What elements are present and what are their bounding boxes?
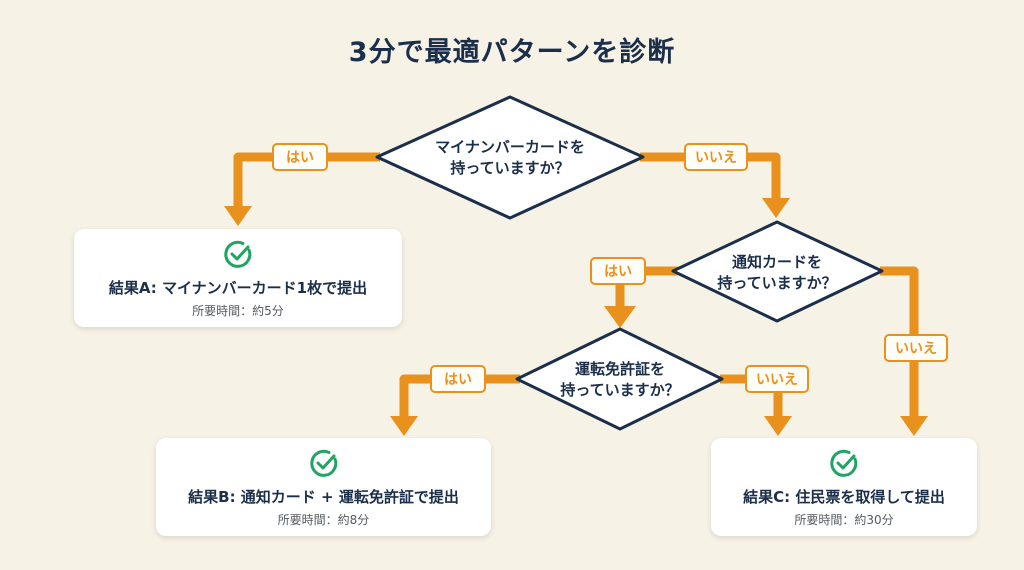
connector-q2-no	[880, 266, 919, 418]
result-a-time: 所要時間：約5分	[192, 304, 284, 318]
badge-q3-no: いいえ	[745, 365, 809, 393]
arrow-q2-no	[900, 416, 928, 436]
badge-q1-yes: はい	[272, 143, 328, 171]
decision-diamond-q3	[515, 327, 724, 431]
arrow-q1-yes	[224, 206, 252, 226]
result-a-title: 結果A: マイナンバーカード1枚で提出	[108, 279, 368, 297]
badge-q1-no: いいえ	[684, 143, 748, 171]
check-circle-icon	[830, 449, 858, 477]
arrow-q3-yes	[390, 416, 418, 436]
question-q2-line1: 通知カードを	[731, 253, 822, 271]
check-circle-icon	[224, 240, 252, 268]
question-q2: 通知カードを 持っていますか？	[692, 252, 862, 294]
question-q2-line2: 持っていますか？	[717, 274, 837, 292]
connector-q1-yes	[233, 152, 380, 208]
badge-q2-no: いいえ	[884, 334, 948, 362]
result-card-c: 結果C: 住民票を取得して提出 所要時間：約30分	[711, 438, 977, 536]
check-circle-icon	[309, 449, 337, 477]
result-b-time: 所要時間：約8分	[277, 513, 370, 527]
arrow-q3-no	[764, 416, 792, 436]
result-c-title: 結果C: 住民票を取得して提出	[743, 488, 945, 506]
badge-q2-yes: はい	[590, 257, 646, 285]
page-title: 3分で最適パターンを診断	[348, 37, 676, 68]
question-q1-line1: マイナンバーカードを	[435, 138, 585, 156]
question-q3: 運転免許証を 持っていますか？	[535, 359, 705, 401]
question-q1: マイナンバーカードを 持っていますか？	[410, 137, 610, 179]
decision-diamond-q2	[671, 220, 884, 323]
result-card-a: 結果A: マイナンバーカード1枚で提出 所要時間：約5分	[74, 229, 402, 327]
result-card-b: 結果B: 通知カード + 運転免許証で提出 所要時間：約8分	[156, 438, 491, 536]
result-c-time: 所要時間：約30分	[794, 513, 894, 527]
question-q3-line1: 運転免許証を	[574, 360, 665, 378]
result-b-title: 結果B: 通知カード + 運転免許証で提出	[188, 488, 459, 506]
arrow-q1-no	[762, 198, 790, 218]
arrow-q2-yes	[604, 306, 636, 328]
decision-diamond-q1	[375, 95, 645, 220]
badge-q3-yes: はい	[430, 365, 486, 393]
question-q3-line2: 持っていますか？	[560, 381, 680, 399]
question-q1-line2: 持っていますか？	[450, 159, 570, 177]
